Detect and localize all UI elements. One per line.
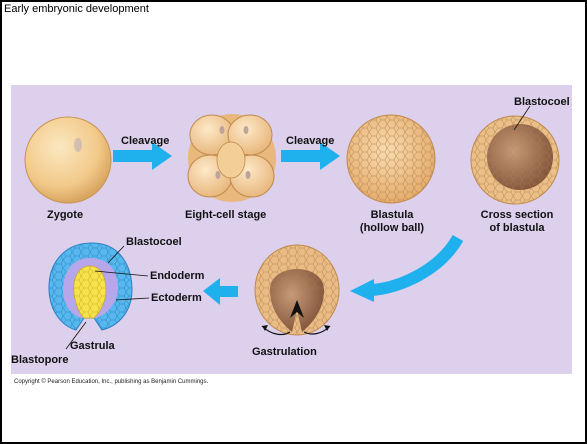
gastrula-label: Gastrula: [70, 340, 115, 353]
eight-cell-illustration: [188, 114, 276, 202]
gastrulation-arrow: [203, 278, 238, 305]
gastrulation-label: Gastrulation: [252, 346, 317, 359]
curved-arrow: [350, 238, 458, 302]
cleavage-label-2: Cleavage: [286, 135, 334, 148]
blastopore-label: Blastopore: [11, 354, 68, 367]
blastula-label: Blastula (hollow ball): [357, 209, 427, 235]
zygote-label: Zygote: [47, 209, 83, 222]
cleavage-label-1: Cleavage: [121, 135, 169, 148]
eight-cell-label: Eight-cell stage: [185, 209, 266, 222]
zygote-illustration: [25, 117, 111, 203]
endoderm-label: Endoderm: [150, 270, 204, 283]
blastula-label-line1: Blastula: [357, 209, 427, 222]
blastula-label-line2: (hollow ball): [357, 222, 427, 235]
blastula-illustration: [347, 115, 435, 203]
gastrula-illustration: [49, 243, 149, 349]
cross-section-label-line1: Cross section: [474, 209, 560, 222]
blastocoel-label-top: Blastocoel: [514, 96, 570, 109]
blastocoel-label-gastrula: Blastocoel: [126, 236, 182, 249]
copyright-text: Copyright © Pearson Education, Inc., pub…: [14, 379, 208, 385]
cross-section-label: Cross section of blastula: [474, 209, 560, 235]
blastula-cross-section-illustration: [471, 106, 559, 204]
cross-section-label-line2: of blastula: [474, 222, 560, 235]
ectoderm-label: Ectoderm: [151, 292, 202, 305]
gastrulation-illustration: [255, 245, 339, 335]
